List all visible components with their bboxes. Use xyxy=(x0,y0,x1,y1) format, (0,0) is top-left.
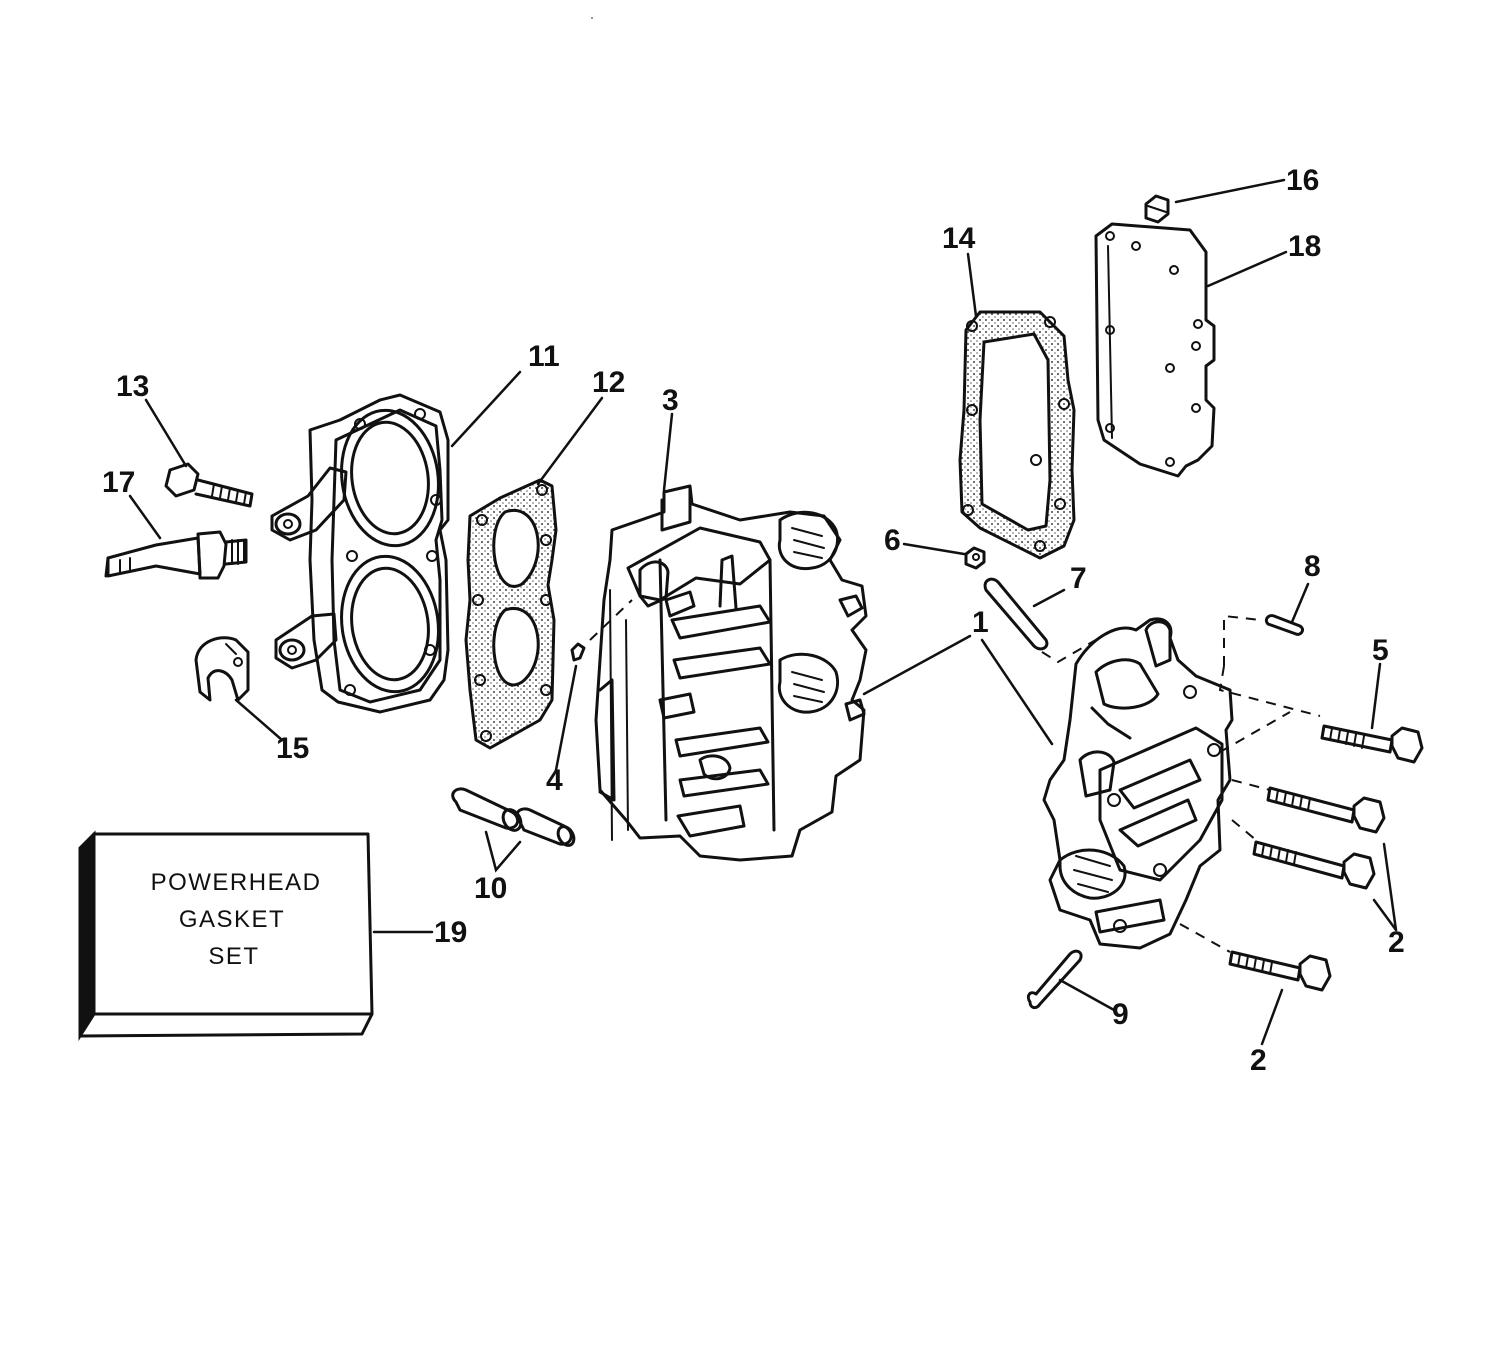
part-2-bolt-upper xyxy=(1266,786,1386,834)
callout-9: 9 xyxy=(1112,998,1129,1031)
gasket-set-line1: POWERHEAD xyxy=(151,869,322,896)
part-5-bolt xyxy=(1320,724,1424,764)
callout-13: 13 xyxy=(116,370,149,403)
gasket-set-line3: SET xyxy=(208,943,259,970)
scan-speck xyxy=(591,17,593,19)
callout-2-bottom: 2 xyxy=(1250,1044,1267,1077)
callout-10: 10 xyxy=(474,872,507,905)
callout-6: 6 xyxy=(884,524,901,557)
part-12-head-gasket xyxy=(464,478,558,750)
callout-4: 4 xyxy=(546,764,563,797)
callout-labels: 16 18 14 11 12 13 17 3 6 7 8 1 5 15 4 10… xyxy=(102,164,1405,1077)
callout-18: 18 xyxy=(1288,230,1321,263)
part-4-pin xyxy=(570,642,586,662)
alignment-lines xyxy=(589,599,1321,953)
part-15-clip xyxy=(194,636,250,702)
part-8-pin xyxy=(1264,614,1304,636)
part-19-gasket-set-box: POWERHEAD GASKET SET xyxy=(78,830,374,1042)
part-18-exhaust-cover xyxy=(1094,222,1216,478)
part-9-pin xyxy=(1026,949,1083,1010)
part-16-cover-screw xyxy=(1144,194,1170,224)
gasket-set-line2: GASKET xyxy=(179,906,285,933)
callout-15: 15 xyxy=(276,732,309,765)
callout-14: 14 xyxy=(942,222,976,255)
part-2-bolt-lower xyxy=(1228,950,1332,992)
part-14-exhaust-gasket xyxy=(958,310,1076,560)
callout-5: 5 xyxy=(1372,634,1389,667)
part-6-nut xyxy=(964,546,986,570)
part-17-spark-plug xyxy=(104,530,248,580)
callout-8: 8 xyxy=(1304,550,1321,583)
part-2-bolt-middle xyxy=(1252,840,1376,890)
leader-lines xyxy=(128,178,1398,1046)
part-13-head-bolt xyxy=(164,462,254,508)
callout-3: 3 xyxy=(662,384,679,417)
callout-11: 11 xyxy=(528,340,560,373)
part-3-cylinder-block xyxy=(594,484,868,862)
callout-19: 19 xyxy=(434,916,467,949)
part-10-dowels xyxy=(451,787,576,847)
callout-1: 1 xyxy=(972,606,989,639)
part-11-cylinder-head xyxy=(270,393,450,714)
callout-2-right: 2 xyxy=(1388,926,1405,959)
callout-12: 12 xyxy=(592,366,625,399)
callout-16: 16 xyxy=(1286,164,1319,197)
callout-17: 17 xyxy=(102,466,135,499)
part-7-pin xyxy=(983,577,1049,651)
part-1-crankcase xyxy=(1042,617,1234,950)
callout-7: 7 xyxy=(1070,562,1087,595)
